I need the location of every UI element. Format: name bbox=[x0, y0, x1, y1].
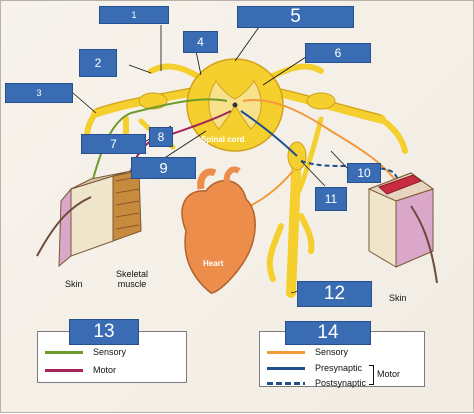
box-7-text: 7 bbox=[110, 137, 117, 151]
box-14-text: 14 bbox=[317, 322, 339, 343]
label-box-13[interactable]: 13 bbox=[69, 319, 139, 345]
legend-right-sensory-label: Sensory bbox=[315, 347, 349, 357]
box-13-text: 13 bbox=[93, 321, 115, 342]
legend-right-postsynaptic-label: Postsynaptic bbox=[315, 378, 367, 388]
label-box-14[interactable]: 14 bbox=[285, 321, 371, 345]
sensory-swatch bbox=[45, 350, 83, 354]
dorsal-root-ganglion-right bbox=[306, 92, 336, 110]
visceral-sensory-swatch bbox=[267, 350, 305, 354]
presynaptic-swatch bbox=[267, 366, 305, 370]
label-box-10[interactable]: 10 bbox=[347, 163, 381, 183]
label-box-8[interactable]: 8 bbox=[149, 127, 173, 147]
legend-left-sensory-label: Sensory bbox=[93, 347, 127, 357]
hair-right bbox=[410, 205, 438, 284]
legend-left-motor: Motor bbox=[45, 365, 116, 375]
box-10-text: 10 bbox=[357, 166, 371, 180]
box-9-text: 9 bbox=[159, 159, 168, 177]
skin-block-right bbox=[367, 172, 435, 268]
label-box-1[interactable]: 1 bbox=[99, 6, 169, 24]
box-11-text: 11 bbox=[324, 192, 338, 206]
skeletal-muscle-label: Skeletal muscle bbox=[115, 269, 149, 289]
central-canal bbox=[232, 102, 238, 108]
label-box-2[interactable]: 2 bbox=[79, 49, 117, 77]
label-box-11[interactable]: 11 bbox=[315, 187, 347, 211]
box-8-text: 8 bbox=[157, 130, 165, 144]
legend-left-sensory: Sensory bbox=[45, 347, 126, 357]
motor-swatch bbox=[45, 368, 83, 372]
box-1-text: 1 bbox=[131, 10, 137, 20]
motor-bracket bbox=[369, 365, 374, 385]
hair-left bbox=[36, 196, 92, 257]
label-box-5[interactable]: 5 bbox=[237, 6, 354, 28]
postsynaptic-path bbox=[300, 160, 401, 202]
box-2-text: 2 bbox=[94, 56, 102, 70]
legend-right-sensory: Sensory bbox=[267, 347, 348, 357]
postsynaptic-swatch bbox=[267, 381, 305, 385]
legend-right-motor-label: Motor bbox=[377, 369, 401, 379]
skin-right-label: Skin bbox=[389, 293, 407, 303]
label-box-6[interactable]: 6 bbox=[305, 43, 371, 63]
box-6-text: 6 bbox=[334, 46, 342, 60]
skin-muscle-block bbox=[58, 170, 142, 268]
spinal-cord-label: Spinal cord bbox=[201, 135, 245, 144]
heart-label: Heart bbox=[203, 259, 224, 268]
legend-right-postsynaptic: Postsynaptic bbox=[267, 378, 366, 388]
heart-shape bbox=[181, 166, 256, 294]
label-box-9[interactable]: 9 bbox=[131, 157, 196, 179]
dorsal-root-ganglion-left bbox=[138, 92, 168, 110]
skin-left-label: Skin bbox=[65, 279, 83, 289]
box-4-text: 4 bbox=[197, 35, 204, 49]
label-box-12[interactable]: 12 bbox=[297, 281, 372, 307]
label-box-3[interactable]: 3 bbox=[5, 83, 73, 103]
legend-left-motor-label: Motor bbox=[93, 365, 117, 375]
presynaptic-path bbox=[240, 110, 298, 157]
box-3-text: 3 bbox=[36, 88, 42, 98]
label-box-7[interactable]: 7 bbox=[81, 134, 146, 154]
box-12-text: 12 bbox=[323, 283, 346, 304]
box-5-text: 5 bbox=[290, 6, 301, 27]
label-box-4[interactable]: 4 bbox=[183, 31, 218, 53]
legend-right-presynaptic-label: Presynaptic bbox=[315, 363, 363, 373]
legend-right-presynaptic: Presynaptic bbox=[267, 363, 362, 373]
